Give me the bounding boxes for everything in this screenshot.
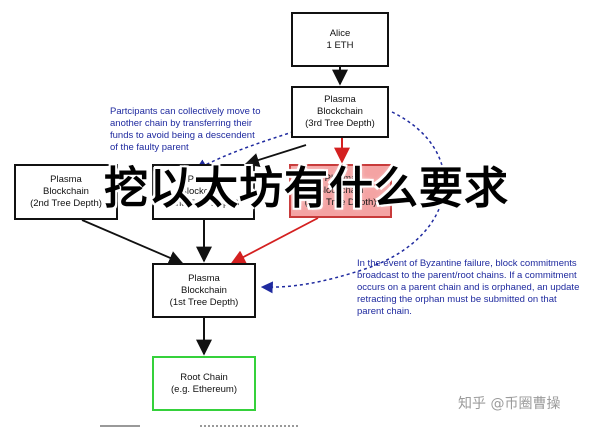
plasma-2nd-mid-line-2: Blockchain bbox=[180, 186, 227, 197]
overlay-headline: 挖以太坊有什么要求 bbox=[104, 163, 509, 214]
participants-note-line-1: Partcipants can collectively move to bbox=[110, 106, 261, 117]
plasma-2nd-mid-line-3: (2nd Tree Depth) bbox=[167, 198, 240, 209]
participants-note-line-3: funds to avoid being a descendent bbox=[110, 130, 255, 141]
faulty-chain-line-3: (2nd Tree Depth) bbox=[304, 197, 377, 208]
plasma-3rd-line-3: (3rd Tree Depth) bbox=[305, 118, 375, 129]
byzantine-note-line-2: broadcast to the parent/root chains. If … bbox=[357, 270, 577, 281]
plasma-3rd-line-1: Plasma bbox=[324, 94, 356, 105]
byzantine-note-line-3: occurs on a parent chain and is orphaned… bbox=[357, 282, 580, 293]
participants-move-note: Partcipants can collectively move to ano… bbox=[110, 106, 260, 154]
plasma-1st-line-3: (1st Tree Depth) bbox=[169, 296, 239, 308]
plasma-2nd-left-line-2: Blockchain bbox=[43, 186, 89, 197]
plasma-1st-line-1: Plasma bbox=[188, 272, 220, 284]
plasma-3rd-line-2: Blockchain bbox=[317, 106, 363, 117]
plasma-2nd-depth-left-node: Plasma Blockchain (2nd Tree Depth) bbox=[14, 164, 118, 220]
plasma-2nd-left-line-3: (2nd Tree Depth) bbox=[30, 198, 102, 209]
byzantine-note-line-1: In the event of Byzantine failure, block… bbox=[357, 258, 577, 269]
plasma-1st-depth-node: Plasma Blockchain (1st Tree Depth) bbox=[152, 263, 256, 318]
byzantine-note-line-5: parent chain. bbox=[357, 306, 412, 317]
edge-plasma-3rd-to-plasma-2nd-mid bbox=[244, 144, 307, 167]
alice-node-line-1: Alice bbox=[329, 27, 351, 39]
plasma-3rd-depth-node: Plasma Blockchain (3rd Tree Depth) bbox=[291, 86, 389, 138]
dashed-edge-broadcast-to-parent bbox=[260, 111, 446, 294]
plasma-2nd-depth-mid-node: Plasma Blockchain (2nd Tree Depth) bbox=[152, 164, 255, 220]
alice-node: Alice 1 ETH bbox=[291, 12, 389, 67]
faulty-chain-line-1: Plasma bbox=[324, 173, 357, 184]
participants-note-line-4: of the faulty parent bbox=[110, 142, 189, 153]
edge-faulty-chain-to-plasma-1st bbox=[230, 217, 319, 264]
plasma-1st-line-2: Blockchain bbox=[181, 284, 227, 296]
plasma-2nd-mid-line-1: Plasma bbox=[187, 174, 220, 185]
alice-node-line-2: 1 ETH bbox=[326, 39, 354, 51]
edge-plasma-2nd-left-to-plasma-1st bbox=[81, 219, 184, 265]
byzantine-note-line-4: retracting the orphan must be submitted … bbox=[357, 294, 557, 305]
byzantine-failure-note: In the event of Byzantine failure, block… bbox=[357, 258, 579, 318]
zhihu-watermark: 知乎 @币圈曹操 bbox=[458, 396, 561, 412]
faulty-parent-chain-node: Plasma Blockchain (2nd Tree Depth) bbox=[289, 164, 392, 218]
participants-note-line-2: another chain by transferring their bbox=[110, 118, 253, 129]
root-chain-line-2: (e.g. Ethereum) bbox=[171, 383, 237, 395]
faulty-chain-line-2: Blockchain bbox=[317, 185, 364, 196]
root-chain-line-1: Root Chain bbox=[180, 371, 228, 383]
root-chain-node: Root Chain (e.g. Ethereum) bbox=[152, 356, 256, 411]
plasma-2nd-left-line-1: Plasma bbox=[50, 174, 82, 185]
